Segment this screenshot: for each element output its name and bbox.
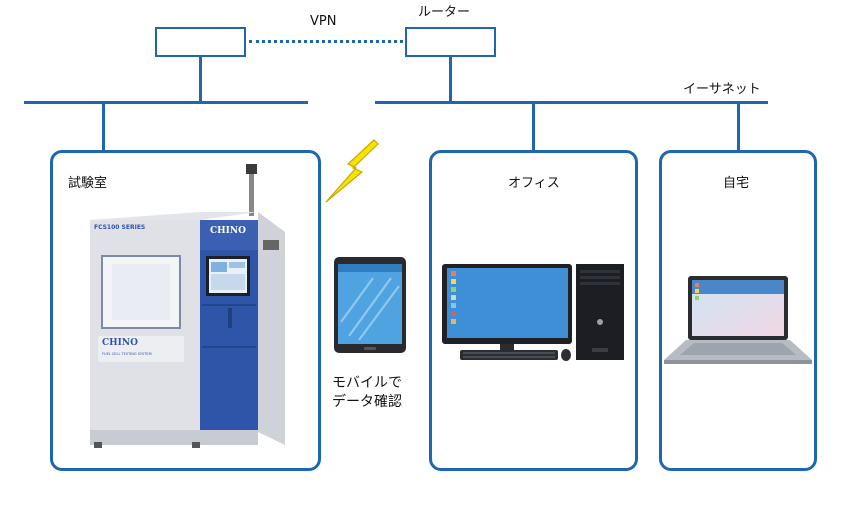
machine-subtitle: FUEL CELL TESTING SYSTEM (102, 352, 152, 356)
lab-title: 試験室 (68, 176, 108, 191)
mobile-caption-line1: モバイルで (332, 375, 402, 391)
desktop-computer-icon (442, 264, 624, 361)
lab-drop-line (102, 104, 105, 151)
left-router-box (155, 27, 246, 57)
vpn-label: VPN (310, 14, 337, 29)
mobile-caption-line2: データ確認 (332, 394, 402, 410)
lightning-icon (325, 139, 379, 203)
machine-series-label: FCS100 SERIES (94, 224, 146, 231)
right-router-drop (449, 57, 452, 102)
home-drop-line (737, 104, 740, 151)
left-lan-line (24, 101, 308, 104)
ethernet-label: イーサネット (683, 82, 761, 97)
laptop-icon (664, 276, 812, 364)
machine-brand-top: CHINO (210, 226, 246, 236)
left-router-drop (199, 57, 202, 102)
right-router-box (405, 27, 496, 57)
right-ethernet-line (375, 101, 768, 104)
vpn-connection-line (249, 40, 403, 43)
test-machine-image: FCS100 SERIES CHINO CHINO FUEL CELL TEST… (80, 160, 305, 450)
office-title: オフィス (508, 176, 560, 191)
tablet-icon (334, 257, 406, 353)
router-label: ルーター (418, 5, 471, 20)
home-title: 自宅 (723, 176, 750, 191)
office-drop-line (532, 104, 535, 151)
machine-brand-bottom: CHINO (102, 338, 138, 348)
